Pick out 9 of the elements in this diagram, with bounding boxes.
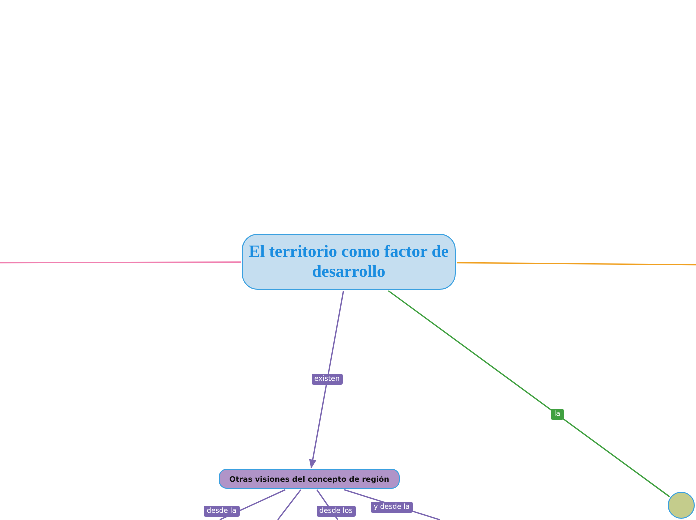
connector-line: [0, 262, 241, 264]
subtopic-box: [219, 469, 400, 489]
connector-line: [457, 262, 696, 266]
connector-line: [277, 490, 302, 520]
arrow: [309, 290, 344, 469]
topic-text: El territorio como factor de desarrollo: [248, 242, 450, 282]
topic-circle: [668, 492, 695, 519]
connector-line: [388, 290, 670, 498]
topic-box: [242, 234, 456, 290]
